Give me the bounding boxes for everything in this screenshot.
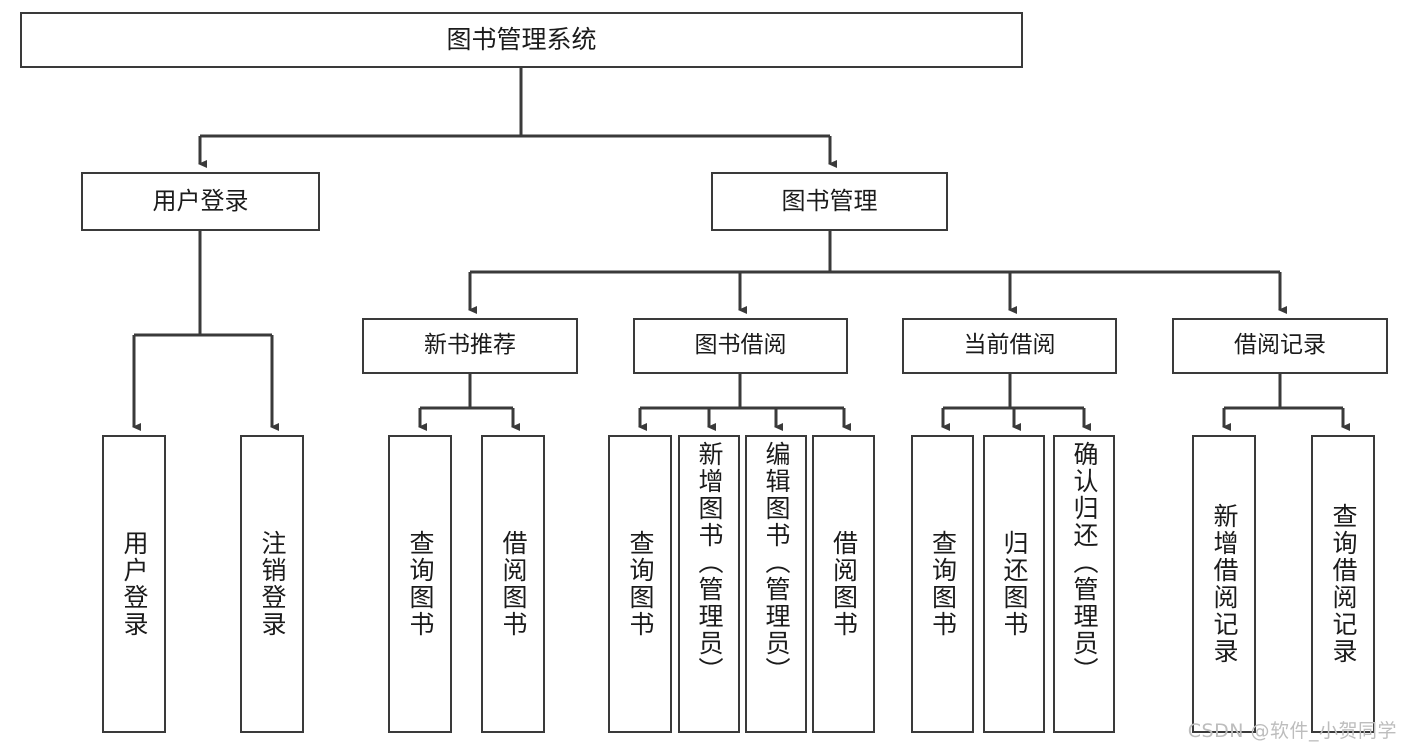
node-user-login[interactable]: 用户登录 <box>81 172 320 231</box>
node-leaf-add-borrow-record[interactable]: 新增借阅记录 <box>1192 435 1256 733</box>
node-root[interactable]: 图书管理系统 <box>20 12 1023 68</box>
node-current-borrow-label: 当前借阅 <box>963 332 1056 359</box>
node-leaf-query-book-2-label: 查询图书 <box>626 530 655 638</box>
node-leaf-add-book-admin[interactable]: 新增图书（管理员） <box>678 435 740 733</box>
node-borrow-record-label: 借阅记录 <box>1234 332 1326 359</box>
node-leaf-borrow-book-1-label: 借阅图书 <box>499 530 528 638</box>
node-new-book-recommend[interactable]: 新书推荐 <box>362 318 578 374</box>
node-leaf-query-borrow-record[interactable]: 查询借阅记录 <box>1311 435 1375 733</box>
node-leaf-query-borrow-record-label: 查询借阅记录 <box>1329 503 1358 665</box>
node-book-manage[interactable]: 图书管理 <box>711 172 948 231</box>
node-leaf-add-book-admin-label: 新增图书（管理员） <box>695 441 724 684</box>
node-leaf-query-book-1-label: 查询图书 <box>406 530 435 638</box>
node-leaf-confirm-return-admin-label: 确认归还（管理员） <box>1070 441 1099 684</box>
node-borrow-record[interactable]: 借阅记录 <box>1172 318 1388 374</box>
node-book-borrow-label: 图书借阅 <box>694 332 787 359</box>
node-leaf-add-borrow-record-label: 新增借阅记录 <box>1210 503 1239 665</box>
node-book-borrow[interactable]: 图书借阅 <box>633 318 848 374</box>
node-leaf-borrow-book-1[interactable]: 借阅图书 <box>481 435 545 733</box>
node-leaf-borrow-book-2-label: 借阅图书 <box>829 530 859 638</box>
node-user-login-label: 用户登录 <box>152 187 249 216</box>
node-leaf-edit-book-admin-label: 编辑图书（管理员） <box>762 441 791 684</box>
node-leaf-logout[interactable]: 注销登录 <box>240 435 304 733</box>
node-book-manage-label: 图书管理 <box>781 187 878 216</box>
node-new-book-recommend-label: 新书推荐 <box>424 332 516 359</box>
node-leaf-query-book-3-label: 查询图书 <box>928 530 958 638</box>
node-leaf-borrow-book-2[interactable]: 借阅图书 <box>812 435 875 733</box>
node-root-label: 图书管理系统 <box>446 25 597 55</box>
node-leaf-query-book-2[interactable]: 查询图书 <box>608 435 672 733</box>
node-leaf-query-book-3[interactable]: 查询图书 <box>911 435 974 733</box>
node-leaf-user-login[interactable]: 用户登录 <box>102 435 166 733</box>
node-leaf-logout-label: 注销登录 <box>258 530 287 638</box>
node-leaf-return-book-label: 归还图书 <box>1000 530 1029 638</box>
node-leaf-query-book-1[interactable]: 查询图书 <box>388 435 452 733</box>
node-leaf-edit-book-admin[interactable]: 编辑图书（管理员） <box>745 435 807 733</box>
node-leaf-return-book[interactable]: 归还图书 <box>983 435 1045 733</box>
node-leaf-user-login-label: 用户登录 <box>120 530 149 638</box>
node-leaf-confirm-return-admin[interactable]: 确认归还（管理员） <box>1053 435 1115 733</box>
node-current-borrow[interactable]: 当前借阅 <box>902 318 1117 374</box>
